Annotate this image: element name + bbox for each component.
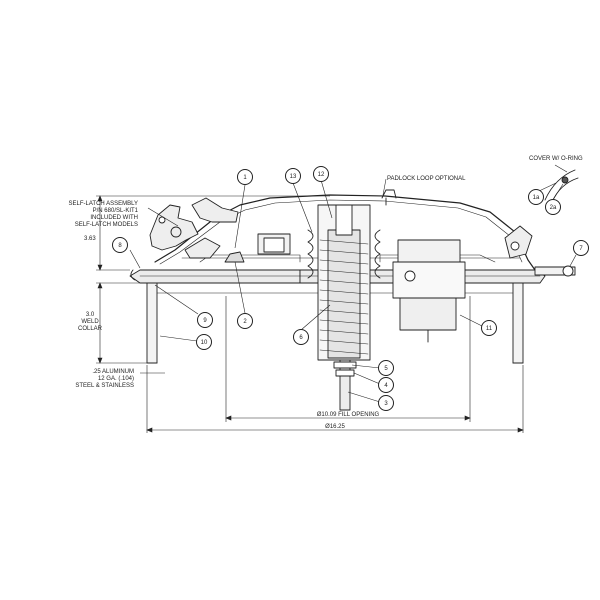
callout-8: 8 bbox=[112, 237, 128, 253]
callout-1: 1 bbox=[237, 169, 253, 185]
callout-2: 2 bbox=[237, 313, 253, 329]
center-vent-assembly bbox=[307, 204, 381, 411]
note-padlock: PADLOCK LOOP OPTIONAL bbox=[387, 176, 466, 182]
note-self-latch-line4: SELF-LATCH MODELS bbox=[74, 222, 138, 228]
dim-material-line1: .25 ALUMINUM bbox=[92, 369, 134, 375]
callout-9: 9 bbox=[197, 312, 213, 328]
callout-12: 12 bbox=[313, 166, 329, 182]
dim-material-line2: 12 GA. (.104) bbox=[97, 376, 134, 382]
right-hinge bbox=[504, 225, 576, 277]
callout-2a: 2a bbox=[545, 199, 561, 215]
dim-collar-line3: COLLAR bbox=[77, 326, 102, 332]
note-self-latch-line1: SELF-LATCH ASSEMBLY bbox=[68, 201, 138, 207]
callout-3: 3 bbox=[378, 395, 394, 411]
dim-overall: Ø16.25 bbox=[325, 424, 345, 430]
emergency-vent bbox=[392, 239, 466, 343]
leader-lines bbox=[129, 164, 577, 403]
dim-fill-opening: Ø10.09 FILL OPENING bbox=[316, 412, 380, 418]
gasket bbox=[224, 233, 291, 263]
dim-collar-line2: WELD bbox=[81, 319, 99, 325]
callout-11: 11 bbox=[481, 320, 497, 336]
padlock-loop bbox=[381, 189, 397, 206]
callout-13: 13 bbox=[285, 168, 301, 184]
note-self-latch-line3: INCLUDED WITH bbox=[90, 215, 138, 221]
note-cover-variant: COVER W/ O-RING bbox=[529, 156, 583, 162]
dim-material-line3: STEEL & STAINLESS bbox=[75, 383, 134, 389]
callout-5: 5 bbox=[378, 360, 394, 376]
callout-7: 7 bbox=[573, 240, 589, 256]
self-latch-assembly bbox=[149, 197, 239, 259]
callout-6: 6 bbox=[293, 329, 309, 345]
callout-1a: 1a bbox=[528, 189, 544, 205]
callout-4: 4 bbox=[378, 377, 394, 393]
dim-height: 3.63 bbox=[84, 236, 96, 242]
dim-collar-line1: 3.0 bbox=[85, 312, 95, 318]
dimension-lines bbox=[96, 195, 524, 433]
callout-10: 10 bbox=[196, 334, 212, 350]
note-self-latch-line2: P/N 680/SL-KIT1 bbox=[92, 208, 138, 214]
